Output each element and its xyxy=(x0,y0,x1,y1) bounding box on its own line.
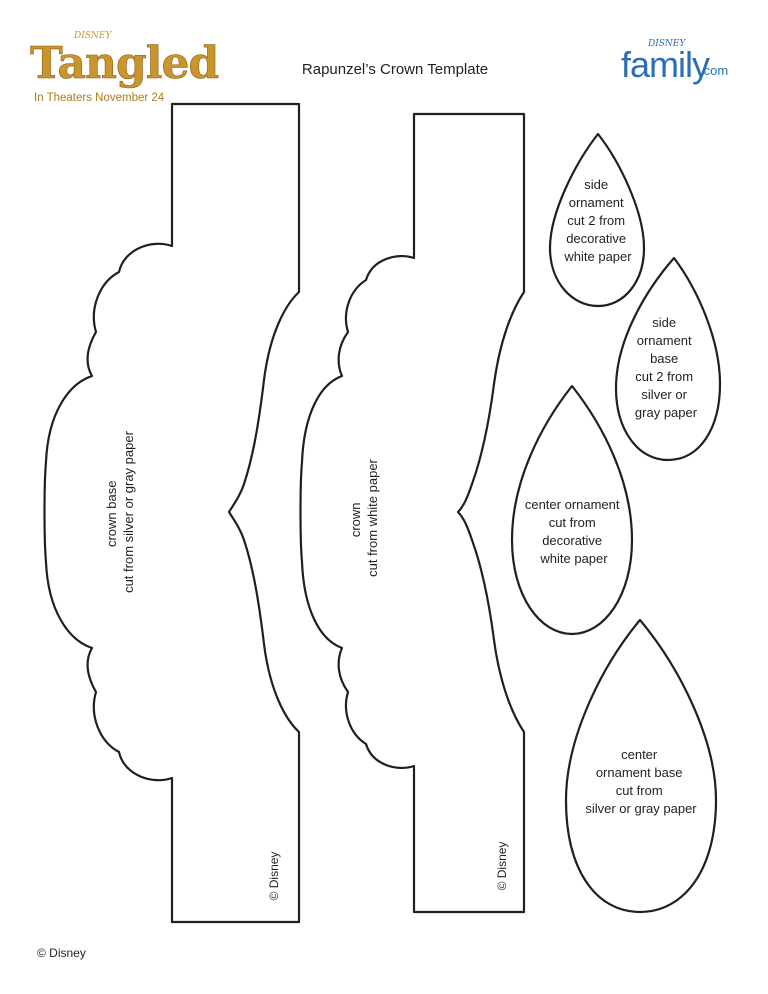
center-ornament-base-label: center ornament base cut from silver or … xyxy=(585,747,697,816)
side-ornament-base-label-line: cut 2 from xyxy=(635,369,693,384)
side-ornament-base-label-line: gray paper xyxy=(635,405,698,420)
center-ornament-label-line: center ornament xyxy=(525,497,620,512)
crown-copyright: © Disney xyxy=(495,842,509,891)
center-ornament-base-label-line: silver or gray paper xyxy=(585,801,697,816)
crown-label: crown cut from white paper xyxy=(348,458,380,576)
release-tagline: In Theaters November 24 xyxy=(34,92,165,104)
family-logo-word: family xyxy=(621,44,710,85)
center-ornament-base-label-line: ornament base xyxy=(596,765,683,780)
tangled-logo-title: Tangled xyxy=(30,38,219,89)
tangled-logo-disney-mark: DISNEY xyxy=(73,31,112,41)
crown-base-label: crown base cut from silver or gray paper xyxy=(104,430,136,593)
side-ornament-base-label-line: base xyxy=(650,351,678,366)
footer-copyright: © Disney xyxy=(37,946,86,960)
side-ornament-base-label-line: silver or xyxy=(641,387,687,402)
side-ornament-outline xyxy=(548,132,646,308)
center-ornament-base-label-line: cut from xyxy=(616,783,663,798)
family-logo-disney-mark: DISNEY xyxy=(647,39,686,49)
crown-base-outline xyxy=(43,102,301,924)
family-logo: DISNEY family .com xyxy=(621,39,728,85)
side-ornament-label: side ornament cut 2 from decorative whit… xyxy=(563,177,632,264)
center-ornament-label-line: decorative xyxy=(542,533,602,548)
side-ornament-base-label: side ornament base cut 2 from silver or … xyxy=(635,315,698,420)
side-ornament-label-line: side xyxy=(584,177,608,192)
tangled-logo: DISNEY Tangled xyxy=(30,31,220,89)
side-ornament-base-outline xyxy=(614,256,722,462)
side-ornament-label-line: cut 2 from xyxy=(567,213,625,228)
center-ornament-label-line: white paper xyxy=(539,551,608,566)
crown-base-label-line1: crown base xyxy=(104,481,119,547)
center-ornament-label-line: cut from xyxy=(549,515,596,530)
center-ornament-label: center ornament cut from decorative whit… xyxy=(525,497,623,566)
page-title: Rapunzel’s Crown Template xyxy=(302,61,488,78)
side-ornament-label-line: decorative xyxy=(566,231,626,246)
center-ornament-base-outline xyxy=(564,618,718,914)
side-ornament-base-label-line: side xyxy=(652,315,676,330)
crown-base-label-line2: cut from silver or gray paper xyxy=(121,430,136,593)
crown-base-copyright: © Disney xyxy=(267,852,281,901)
family-logo-com: .com xyxy=(700,63,728,78)
side-ornament-label-line: white paper xyxy=(563,249,632,264)
crown-label-line1: crown xyxy=(348,502,363,537)
crown-label-line2: cut from white paper xyxy=(365,458,380,576)
center-ornament-base-label-line: center xyxy=(621,747,658,762)
center-ornament-outline xyxy=(510,384,634,636)
side-ornament-label-line: ornament xyxy=(569,195,624,210)
crown-outline xyxy=(299,112,526,914)
side-ornament-base-label-line: ornament xyxy=(637,333,692,348)
